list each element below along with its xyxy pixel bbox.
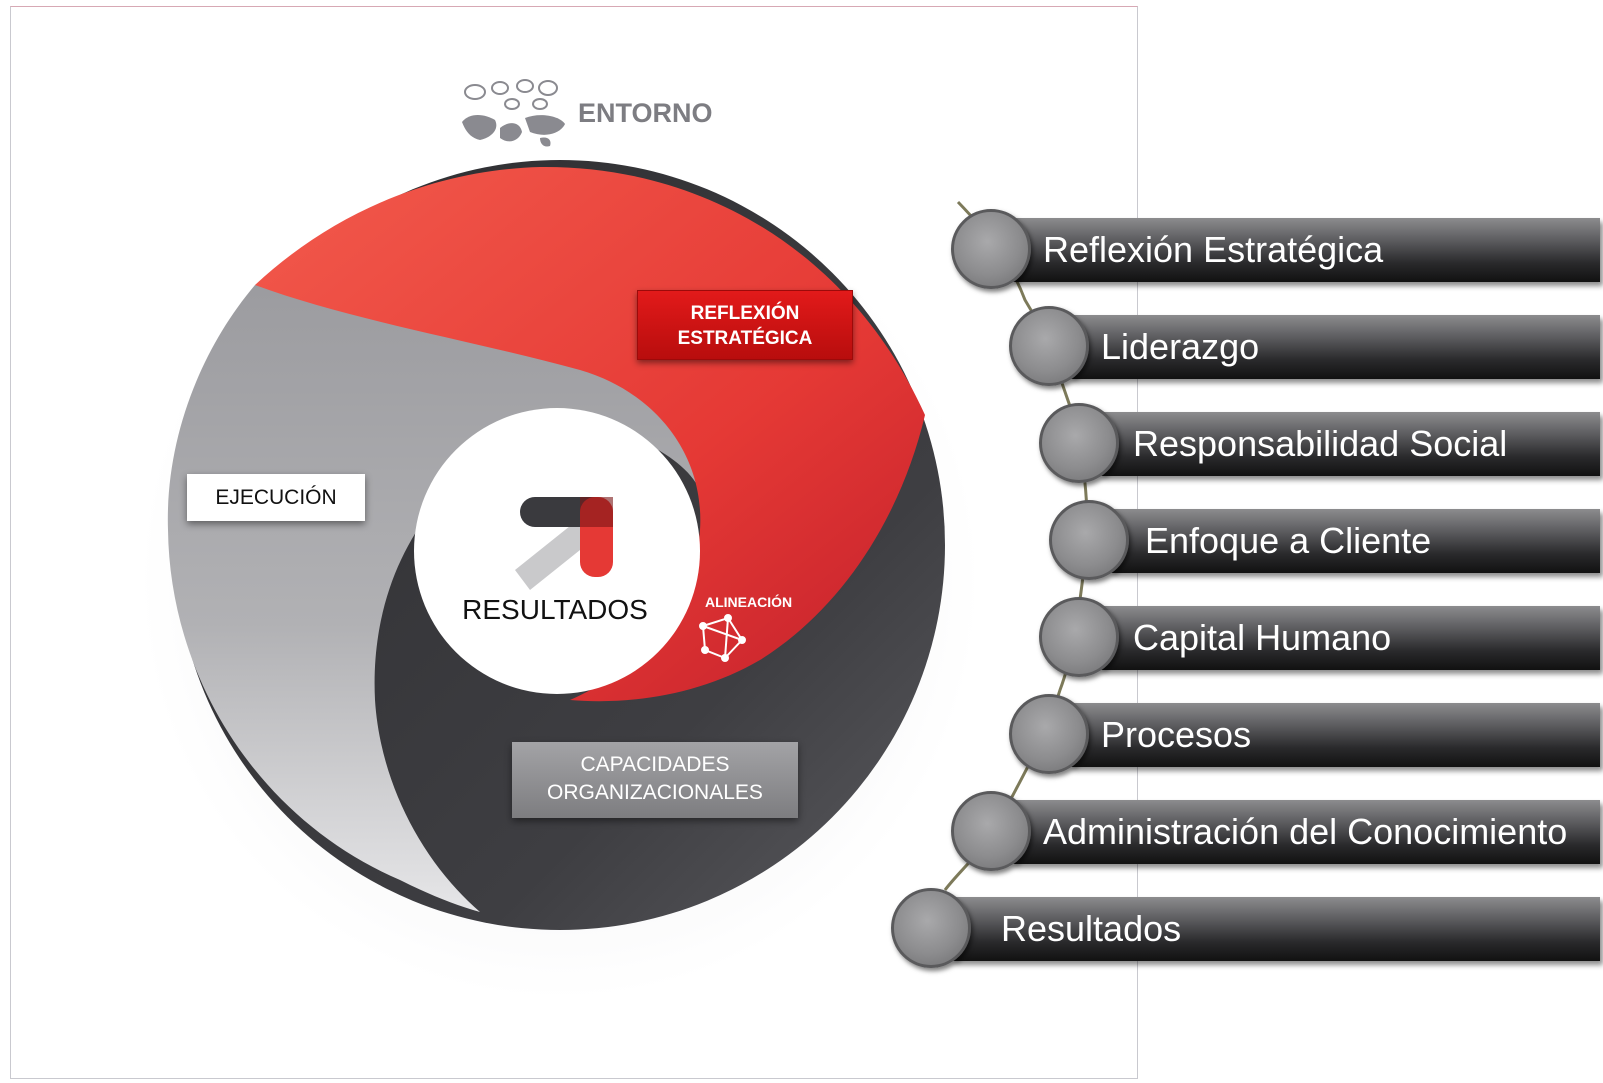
list-item-bar[interactable] xyxy=(1012,800,1600,864)
list-item-bar[interactable] xyxy=(1110,509,1600,573)
list-item-label: Enfoque a Cliente xyxy=(1145,520,1432,561)
list-item-label: Responsabilidad Social xyxy=(1133,423,1508,464)
list-item-label: Administración del Conocimiento xyxy=(1043,811,1568,852)
list-item-knob xyxy=(1009,306,1089,386)
list-item-label: Capital Humano xyxy=(1133,617,1392,658)
list-item-knob xyxy=(1049,500,1129,580)
list-item-bar[interactable] xyxy=(1070,315,1600,379)
gray-segment xyxy=(167,271,701,912)
list-item-knob xyxy=(1009,694,1089,774)
list-item-label: Resultados xyxy=(1001,908,1182,949)
list-item-knob xyxy=(951,791,1031,871)
network-icon xyxy=(699,614,746,662)
reflexion-estrategica-box: REFLEXIÓN ESTRATÉGICA xyxy=(637,290,853,360)
list-item-label: Liderazgo xyxy=(1101,326,1260,367)
list-item-bar[interactable] xyxy=(1100,412,1600,476)
list-item-knob xyxy=(1039,597,1119,677)
list-item-bar[interactable] xyxy=(1100,606,1600,670)
list-item-bar[interactable] xyxy=(1012,218,1600,282)
arrow-logo-icon xyxy=(515,497,613,590)
list-item-label: Reflexión Estratégica xyxy=(1043,229,1384,270)
capacidades-box: CAPACIDADES ORGANIZACIONALES xyxy=(512,742,798,818)
list-item-label: Procesos xyxy=(1101,714,1252,755)
list-item-knob xyxy=(1039,403,1119,483)
cycle-diagram xyxy=(140,79,980,1000)
world-map-icon xyxy=(462,79,565,147)
ejecucion-box: EJECUCIÓN xyxy=(187,474,365,521)
entorno-label: ENTORNO xyxy=(578,98,713,128)
list-item-bar[interactable] xyxy=(1070,703,1600,767)
alineacion-label: ALINEACIÓN xyxy=(705,594,793,610)
resultados-center-label: RESULTADOS xyxy=(462,594,648,625)
list-item-knob xyxy=(951,209,1031,289)
list-item-bar[interactable] xyxy=(952,897,1600,961)
list-item-knob xyxy=(891,888,971,968)
